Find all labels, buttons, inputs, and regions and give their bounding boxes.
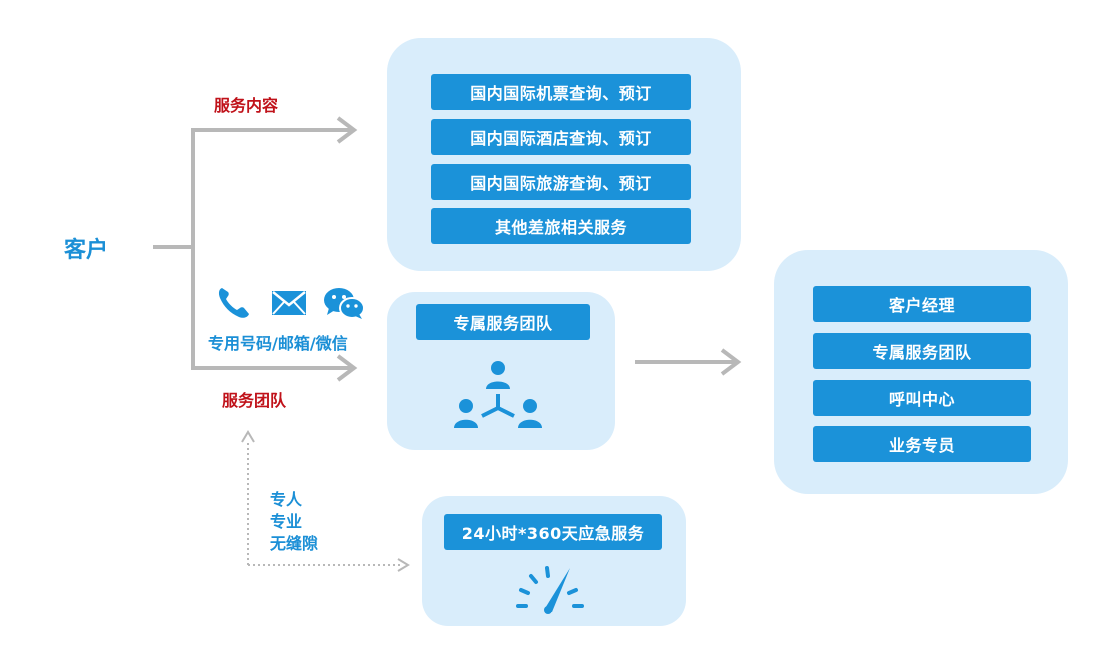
emergency-panel-title: 24小时*360天应急服务: [444, 514, 662, 550]
service-item: 国内国际旅游查询、预订: [431, 164, 691, 200]
result-item: 客户经理: [813, 286, 1031, 322]
service-item: 国内国际酒店查询、预订: [431, 119, 691, 155]
quality-item: 专人: [270, 490, 303, 509]
quality-item: 无缝隙: [270, 534, 319, 553]
service-content-label: 服务内容: [214, 96, 279, 115]
team-panel-title: 专属服务团队: [416, 304, 590, 340]
mail-icon: [271, 290, 307, 316]
service-item: 其他差旅相关服务: [431, 208, 691, 244]
result-item: 业务专员: [813, 426, 1031, 462]
service-team-label: 服务团队: [222, 391, 287, 410]
result-item: 呼叫中心: [813, 380, 1031, 416]
result-item: 专属服务团队: [813, 333, 1031, 369]
customer-label: 客户: [64, 238, 109, 263]
team-network-icon: [452, 356, 544, 432]
contact-channels-label: 专用号码/邮箱/微信: [208, 334, 348, 353]
phone-icon: [216, 286, 252, 320]
speedometer-icon: [512, 562, 588, 614]
service-item: 国内国际机票查询、预订: [431, 74, 691, 110]
quality-item: 专业: [270, 512, 303, 531]
wechat-icon: [323, 286, 365, 320]
